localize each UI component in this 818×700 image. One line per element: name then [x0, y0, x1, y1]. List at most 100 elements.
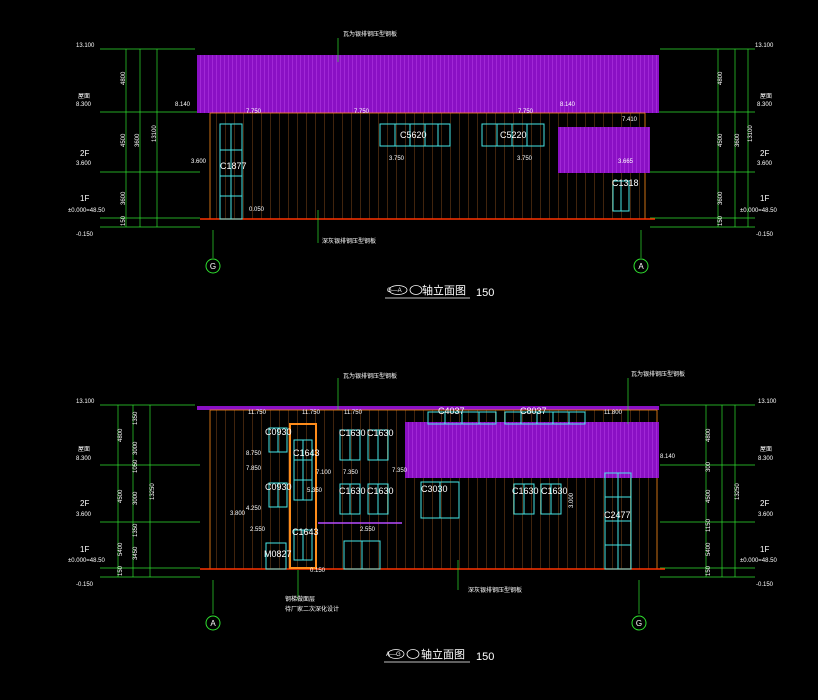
elev-mark: 8.750 — [246, 451, 262, 457]
title-prefix: A—G — [386, 652, 401, 658]
elev-mark: 3.800 — [230, 511, 246, 517]
elev-mark: 11.750 — [344, 410, 363, 416]
window-label: C5220 — [500, 130, 527, 140]
dim-left-1: 4500 — [121, 133, 127, 147]
dim-left-1: 4800 — [118, 428, 124, 442]
elevation-title: A—G 轴立面图 150 — [384, 647, 494, 663]
level-2f-label-right: 2F — [760, 149, 769, 158]
elev-mark: 11.750 — [248, 410, 267, 416]
window-label: C1318 — [612, 178, 639, 188]
level-bottom-right: -0.150 — [756, 232, 774, 238]
title-prefix: G—A — [387, 288, 402, 294]
axis-label-right: G — [636, 619, 642, 628]
window-label: C3030 — [421, 484, 448, 494]
dim-right-5: 150 — [718, 215, 724, 226]
elev-mark: 0.050 — [249, 207, 265, 213]
axis-label-left: G — [210, 262, 216, 271]
note-wall: 深灰银排钢压型钢板 — [468, 586, 522, 594]
roof-top-strip — [197, 406, 659, 410]
level-bottom-left: -0.150 — [76, 232, 94, 238]
dim-right-4: 3600 — [718, 191, 724, 205]
axis-bubble-right: G — [631, 615, 647, 631]
level-1f-label-right: 1F — [760, 545, 769, 554]
elevation-g-a: G A 13.100 屋面 8.300 2F 3.600 1F ±0.000=4… — [68, 30, 777, 299]
window-label: C8037 — [520, 406, 547, 416]
dim-left-0: 1350 — [133, 411, 139, 425]
elev-mark: 3.750 — [389, 156, 405, 162]
level-2f-label-left: 2F — [80, 499, 89, 508]
dims-left: 4800 4500 3600 13100 3600 150 — [121, 71, 158, 226]
elev-mark: 2.550 — [360, 527, 376, 533]
window-label: C0930 — [265, 482, 292, 492]
level-2f-right: 3.600 — [757, 161, 773, 167]
elev-mark: 3.000 — [569, 492, 575, 508]
dims-right: 4800 4500 3600 13100 3600 150 — [718, 71, 754, 226]
note-roof: 瓦为银排钢压型钢板 — [343, 30, 397, 38]
window-label: C1643 — [292, 527, 319, 537]
elev-mark: 7.350 — [343, 470, 359, 476]
level-2f-label-left: 2F — [80, 149, 89, 158]
dim-right-3: 13100 — [748, 125, 754, 142]
elevation-title: G—A 轴立面图 150 — [385, 283, 494, 299]
level-1f-label-right: 1F — [760, 194, 769, 203]
title-scale: 150 — [476, 287, 494, 299]
level-roof-right: 8.300 — [757, 102, 773, 108]
window-label: C2477 — [604, 510, 631, 520]
level-2f-left: 3.600 — [76, 512, 92, 518]
level-roof-left: 8.300 — [76, 102, 92, 108]
elev-mark: 7.100 — [316, 470, 332, 476]
window-label: C1630 — [541, 486, 568, 496]
level-bottom-left: -0.150 — [76, 582, 94, 588]
dim-right-4: 1150 — [706, 518, 712, 532]
dim-left-2: 3000 — [133, 441, 139, 455]
level-roof-label-left: 屋面 — [78, 93, 90, 100]
level-top-right: 13.100 — [758, 399, 777, 405]
title-text: 轴立面图 — [422, 283, 466, 297]
axis-label-right: A — [638, 262, 644, 271]
dims-right: 4800 300 13250 4500 1150 5400 150 — [706, 428, 741, 576]
dim-left-2: 3600 — [135, 133, 141, 147]
dim-right-3: 4500 — [706, 489, 712, 503]
dim-right-0: 4800 — [706, 428, 712, 442]
elev-mark: 8.140 — [660, 454, 676, 460]
elev-mark: 3.665 — [618, 159, 634, 165]
dim-right-1: 4500 — [718, 133, 724, 147]
windows — [265, 411, 632, 570]
dim-left-5: 150 — [121, 215, 127, 226]
level-2f-right: 3.600 — [758, 512, 774, 518]
note-roof-left: 瓦为银排钢压型钢板 — [343, 372, 397, 380]
roof-lower-panel — [558, 127, 650, 173]
axis-bubble-left: A — [205, 615, 221, 631]
dim-right-2: 3600 — [735, 133, 741, 147]
dim-left-9: 5400 — [118, 542, 124, 556]
dims-left: 1350 4800 3000 1050 13250 4500 3000 1350… — [118, 411, 156, 576]
level-lines — [100, 48, 755, 228]
level-1f-right: ±0.000=48.50 — [740, 208, 777, 214]
note-wall: 深灰银排钢压型钢板 — [322, 237, 376, 245]
axis-bubble-left: G — [205, 258, 221, 274]
elev-mark: 7.410 — [622, 117, 638, 123]
level-roof-right: 8.300 — [758, 456, 774, 462]
dim-left-6: 3000 — [133, 491, 139, 505]
dim-left-3: 1050 — [133, 459, 139, 473]
elev-mark: 0.150 — [310, 568, 326, 574]
level-1f-left: ±0.000=48.50 — [68, 558, 105, 564]
elev-mark: 2.550 — [250, 527, 266, 533]
elev-mark: 7.750 — [518, 109, 534, 115]
dim-right-5: 5400 — [706, 542, 712, 556]
windows — [219, 123, 630, 220]
elev-mark: 11.800 — [604, 410, 623, 416]
dim-left-10: 150 — [118, 565, 124, 576]
window-label: C1630 — [367, 428, 394, 438]
note-stair-1: 钢梯做面层 — [285, 595, 315, 603]
level-1f-label-left: 1F — [80, 194, 89, 203]
dim-left-7: 1350 — [133, 523, 139, 537]
stair-tower — [289, 423, 317, 569]
level-lines — [100, 404, 755, 578]
window-label: C5620 — [400, 130, 427, 140]
window-label: C1630 — [512, 486, 539, 496]
level-bottom-right: -0.150 — [756, 582, 774, 588]
elev-mark: 3.750 — [517, 156, 533, 162]
dim-left-5: 4500 — [118, 489, 124, 503]
